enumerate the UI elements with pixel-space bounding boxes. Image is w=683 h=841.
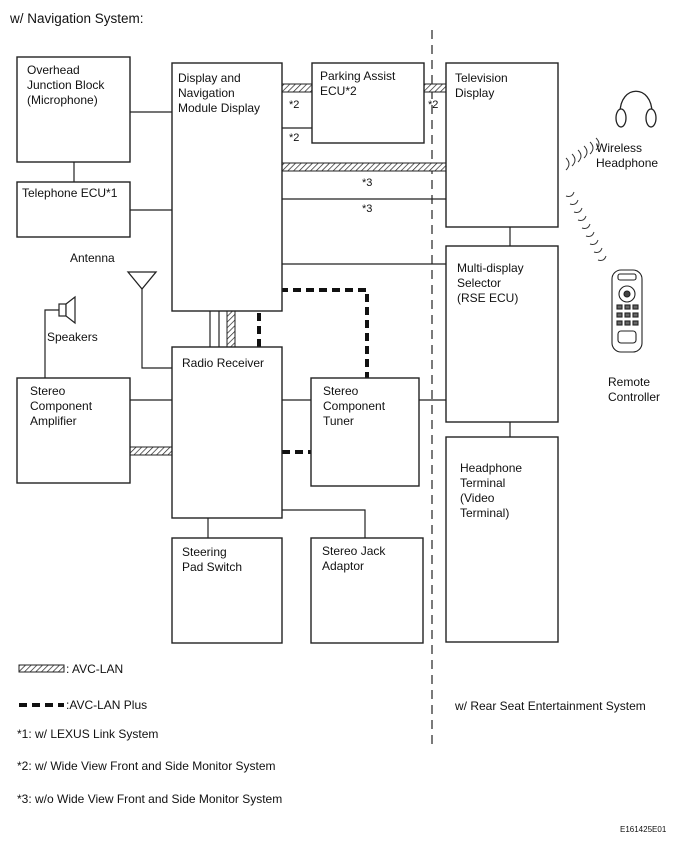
antenna-label: Antenna <box>70 251 115 265</box>
wire-antenna-radio <box>141 285 172 369</box>
avc-lan-plus-radio-tuner-top <box>257 288 369 378</box>
rse-system-label: w/ Rear Seat Entertainment System <box>454 699 646 713</box>
mark-3b: *3 <box>362 203 372 215</box>
svg-text:Telephone ECU*1: Telephone ECU*1 <box>22 186 118 200</box>
avc-lan-display-radio <box>226 310 236 348</box>
remote-controller-icon <box>611 269 643 353</box>
page-title: w/ Navigation System: <box>9 11 144 26</box>
signal-waves-remote-icon <box>565 191 607 261</box>
legend-avc-lan: : AVC-LAN <box>18 662 123 676</box>
avc-lan-display-parking <box>281 83 313 93</box>
svg-text:: AVC-LAN: : AVC-LAN <box>66 662 123 676</box>
mark-3a: *3 <box>362 177 372 189</box>
mark-2a: *2 <box>289 99 299 111</box>
mark-2c: *2 <box>428 99 438 111</box>
speaker-icon <box>58 295 76 325</box>
headphone-icon <box>615 90 657 128</box>
mark-2b: *2 <box>289 132 299 144</box>
avc-lan-parking-tv <box>423 83 447 93</box>
svg-text:Radio Receiver: Radio Receiver <box>182 356 264 370</box>
wire-radio-jack <box>282 509 366 538</box>
legend-note-1: *1: w/ LEXUS Link System <box>17 727 158 741</box>
avc-lan-amp-radio <box>129 446 173 456</box>
legend-note-3: *3: w/o Wide View Front and Side Monitor… <box>17 792 282 806</box>
wire-speaker-amp <box>44 309 59 378</box>
signal-waves-headphone-icon <box>565 137 600 171</box>
legend-note-2: *2: w/ Wide View Front and Side Monitor … <box>17 759 276 773</box>
figure-code: E161425E01 <box>620 825 667 834</box>
svg-text::AVC-LAN Plus: :AVC-LAN Plus <box>66 698 147 712</box>
telephone-ecu: Telephone ECU*1 <box>16 181 131 238</box>
antenna-icon <box>126 271 158 291</box>
avc-lan-display-tv <box>281 162 447 172</box>
legend-avc-lan-plus: :AVC-LAN Plus <box>19 698 147 712</box>
radio-receiver: Radio Receiver <box>171 346 283 519</box>
speakers-label: Speakers <box>47 330 98 344</box>
